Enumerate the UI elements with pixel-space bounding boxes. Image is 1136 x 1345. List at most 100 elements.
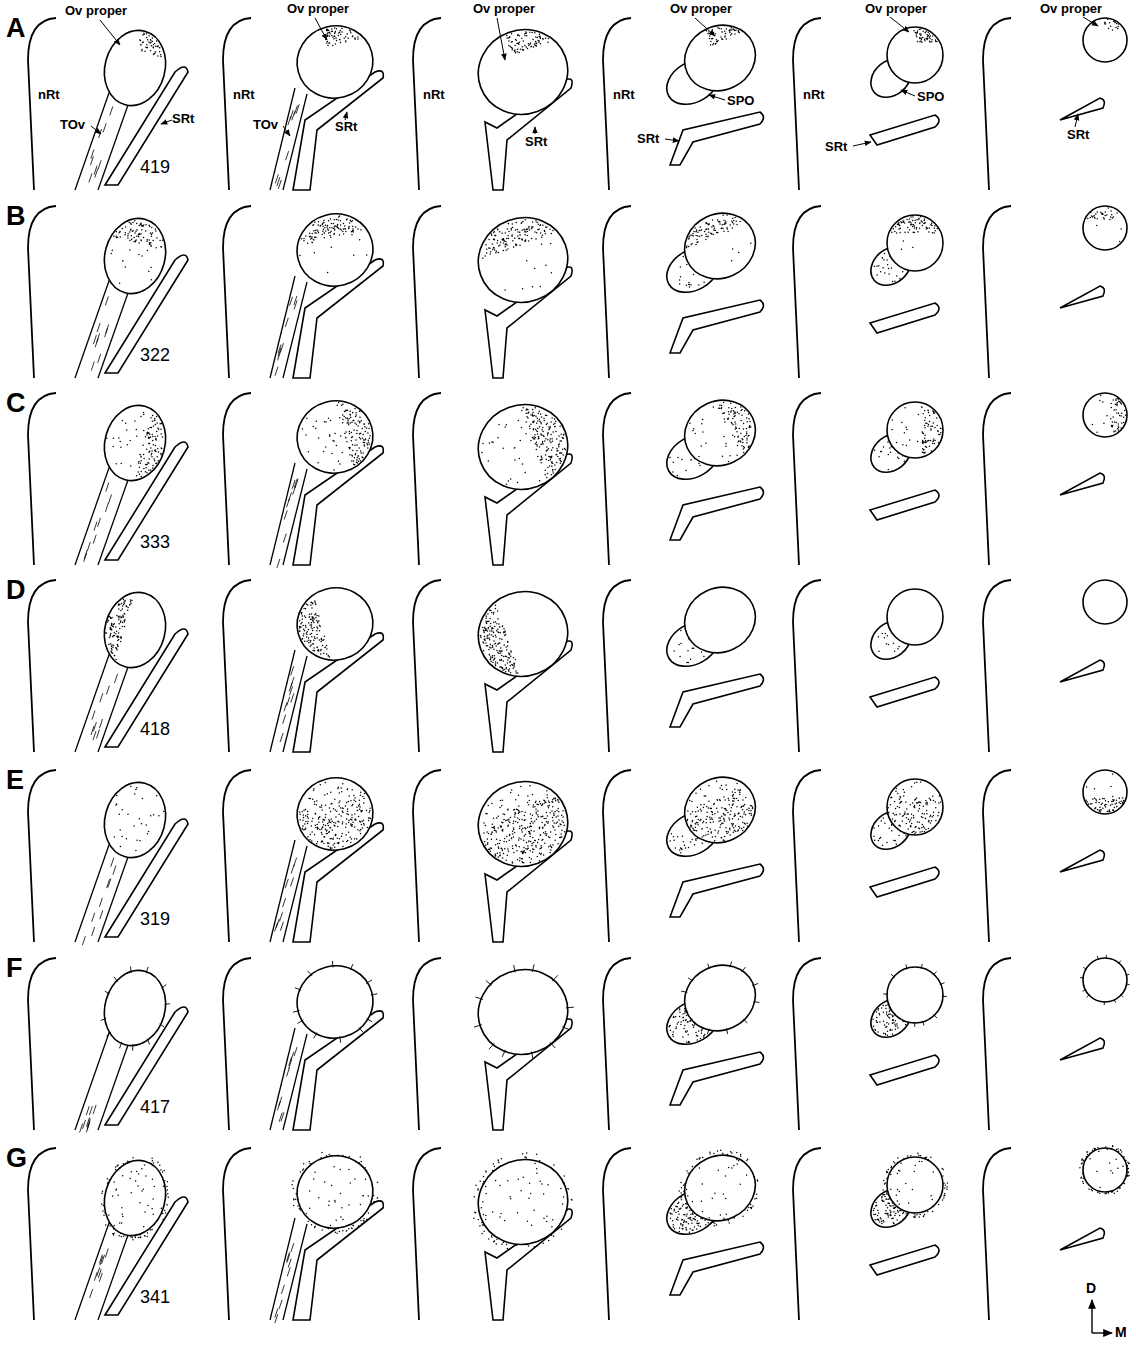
tov-outline [75, 652, 110, 752]
section-panel [983, 393, 1127, 565]
nrt-outline [793, 18, 821, 190]
srt-outline [670, 112, 764, 165]
section-panel [223, 579, 383, 752]
section-panel [223, 769, 383, 942]
section-panel [223, 1147, 383, 1323]
leader-arrow [497, 18, 505, 60]
region-label: TOv [253, 118, 278, 132]
perimeter-ticks [681, 961, 759, 1034]
section-panel [983, 206, 1127, 378]
labeled-cell-dots [706, 28, 739, 45]
labeled-cell-dots [875, 407, 941, 469]
ov-outline [674, 766, 766, 854]
labeled-cell-dots [299, 601, 329, 657]
leader-arrow [315, 18, 327, 40]
section-panel [28, 580, 188, 752]
nrt-outline [223, 206, 251, 378]
srt-outline [670, 1052, 764, 1105]
labeled-cell-dots [140, 33, 161, 56]
nrt-outline [223, 18, 251, 190]
axis-arrow [1092, 1332, 1112, 1333]
nrt-outline [28, 18, 56, 190]
labeled-cell-dots [474, 1153, 572, 1250]
srt-outline [1060, 473, 1104, 495]
leader-arrow [345, 112, 347, 120]
labeled-cell-dots [292, 1153, 377, 1234]
region-label: SPO [917, 90, 944, 104]
case-number: 418 [140, 720, 170, 740]
section-panel [28, 1148, 188, 1320]
ov-outline [289, 17, 381, 106]
ov-outline [674, 1144, 766, 1232]
ov-outline [887, 589, 943, 645]
section-panel [603, 1144, 766, 1320]
nrt-outline [793, 206, 821, 378]
nrt-outline [983, 393, 1011, 565]
srt-outline [670, 487, 764, 540]
tov-outline [270, 463, 295, 565]
ov-outline [96, 24, 174, 113]
ov-outline [96, 776, 174, 865]
labeled-cell-dots [483, 220, 553, 290]
section-panel [983, 770, 1127, 942]
srt-outline [870, 1245, 939, 1275]
panel-letter: G [6, 1144, 27, 1174]
ov-outline [96, 586, 174, 675]
fiber-strokes [275, 296, 297, 376]
section-panel [983, 580, 1127, 752]
section-panel [413, 579, 580, 752]
ov-outline [466, 579, 579, 689]
region-label: SRt [335, 120, 357, 134]
tov-outline [270, 276, 295, 378]
ov-outline [289, 579, 381, 668]
labeled-cell-dots [300, 216, 367, 273]
region-label: Ov proper [65, 4, 127, 18]
labeled-cell-dots [670, 403, 751, 476]
ov-outline [466, 1147, 579, 1257]
ov-outline [466, 205, 579, 315]
panel-letter: C [6, 389, 26, 419]
nrt-outline [223, 958, 251, 1130]
ov-outline [289, 392, 381, 481]
leader-arrow [91, 126, 101, 134]
srt-outline [670, 864, 764, 917]
section-panel [793, 393, 943, 565]
labeled-cell-dots [1080, 1146, 1129, 1194]
labeled-cell-dots [873, 1006, 906, 1036]
leader-arrow [709, 95, 725, 100]
ov-outline [887, 27, 943, 83]
fiber-strokes [91, 296, 108, 370]
section-panel [413, 769, 580, 942]
fiber-strokes [84, 483, 112, 562]
tov-outline [270, 1028, 295, 1130]
section-panel [983, 1146, 1129, 1320]
nrt-outline [413, 958, 441, 1130]
panel-letter: F [6, 954, 23, 984]
tov-outline [270, 650, 295, 752]
perimeter-ticks [883, 964, 947, 1027]
srt-outline [1060, 1228, 1104, 1250]
perimeter-ticks [293, 961, 378, 1043]
section-panel [413, 957, 580, 1130]
ov-outline [96, 212, 174, 301]
nrt-outline [603, 770, 631, 942]
nrt-outline [793, 580, 821, 752]
ov-outline [289, 769, 381, 858]
labeled-cell-dots [914, 29, 937, 42]
tov-outline [75, 1220, 110, 1320]
labeled-cell-dots [669, 1009, 705, 1043]
leader-arrow [100, 20, 120, 45]
srt-outline [870, 867, 939, 897]
nrt-outline [603, 580, 631, 752]
tov-outline [75, 465, 110, 565]
section-panel [223, 957, 383, 1130]
region-label: SRt [825, 140, 847, 154]
section-panel [413, 17, 580, 190]
case-number: 419 [140, 158, 170, 178]
srt-outline [870, 490, 939, 520]
fiber-strokes [280, 666, 294, 742]
labeled-cell-dots [1092, 395, 1125, 432]
section-panel [223, 205, 383, 378]
